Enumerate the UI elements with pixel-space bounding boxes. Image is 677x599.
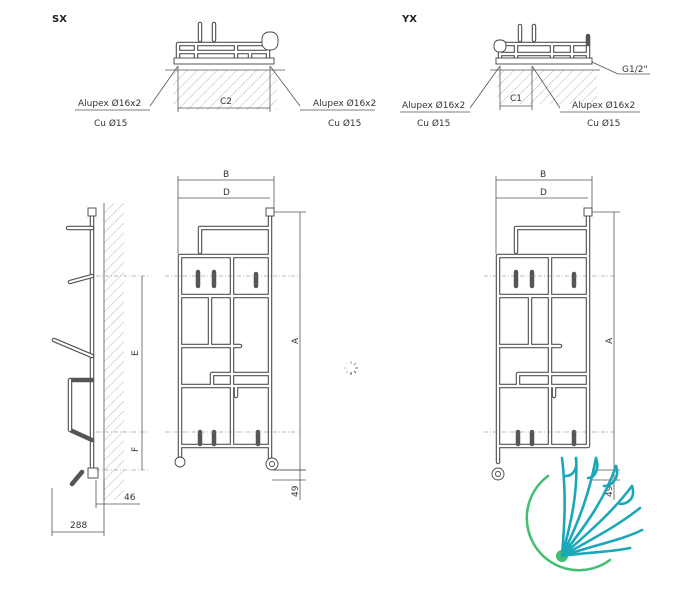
sx-dim-c2: C2	[220, 97, 232, 107]
sx-alupex-right: Alupex Ø16x2	[313, 98, 376, 109]
yx-header: YX	[401, 14, 417, 25]
yx-top-view: YX G1/2" C1 Alupex Ø16x2 Alupex Ø16x2 Cu…	[400, 14, 650, 129]
side-dim-288: 288	[70, 521, 87, 531]
yx-cu-left: Cu Ø15	[417, 118, 450, 129]
sx-top-view: SX C2 Alupex Ø16x2 Alupex Ø16x2 Cu Ø15 C…	[52, 14, 376, 129]
sx-cu-right: Cu Ø15	[328, 118, 361, 129]
sx-front-view: B D A 49	[165, 170, 306, 500]
sx-header: SX	[52, 14, 67, 25]
brand-logo-icon	[525, 456, 644, 572]
sx-front-dim-b: B	[223, 170, 229, 180]
sx-wall-hatch	[173, 70, 277, 110]
yx-thread: G1/2"	[622, 65, 648, 75]
side-wall-hatch	[104, 203, 124, 500]
yx-alupex-right: Alupex Ø16x2	[572, 100, 635, 111]
yx-front-dim-49: 49	[605, 485, 615, 497]
sx-alupex-left: Alupex Ø16x2	[78, 98, 141, 109]
sx-front-dim-d: D	[223, 188, 230, 198]
side-view: E F 46 288	[51, 203, 150, 536]
yx-front-dim-a: A	[605, 337, 615, 344]
yx-alupex-left: Alupex Ø16x2	[402, 100, 465, 111]
yx-front-view: B D A 49	[484, 170, 620, 500]
side-dim-e: E	[131, 350, 141, 356]
yx-front-dim-b: B	[540, 170, 546, 180]
side-dim-f: F	[131, 447, 141, 452]
sx-front-dim-49: 49	[291, 485, 301, 497]
loading-spinner-icon	[344, 361, 358, 375]
sx-valve-left	[174, 456, 186, 468]
yx-wall-hatch	[497, 70, 597, 104]
sx-cu-left: Cu Ø15	[94, 118, 127, 129]
yx-dim-c1: C1	[510, 94, 522, 104]
yx-cu-right: Cu Ø15	[587, 118, 620, 129]
side-dim-46: 46	[124, 493, 136, 503]
yx-front-dim-d: D	[540, 188, 547, 198]
sx-front-dim-a: A	[291, 337, 301, 344]
